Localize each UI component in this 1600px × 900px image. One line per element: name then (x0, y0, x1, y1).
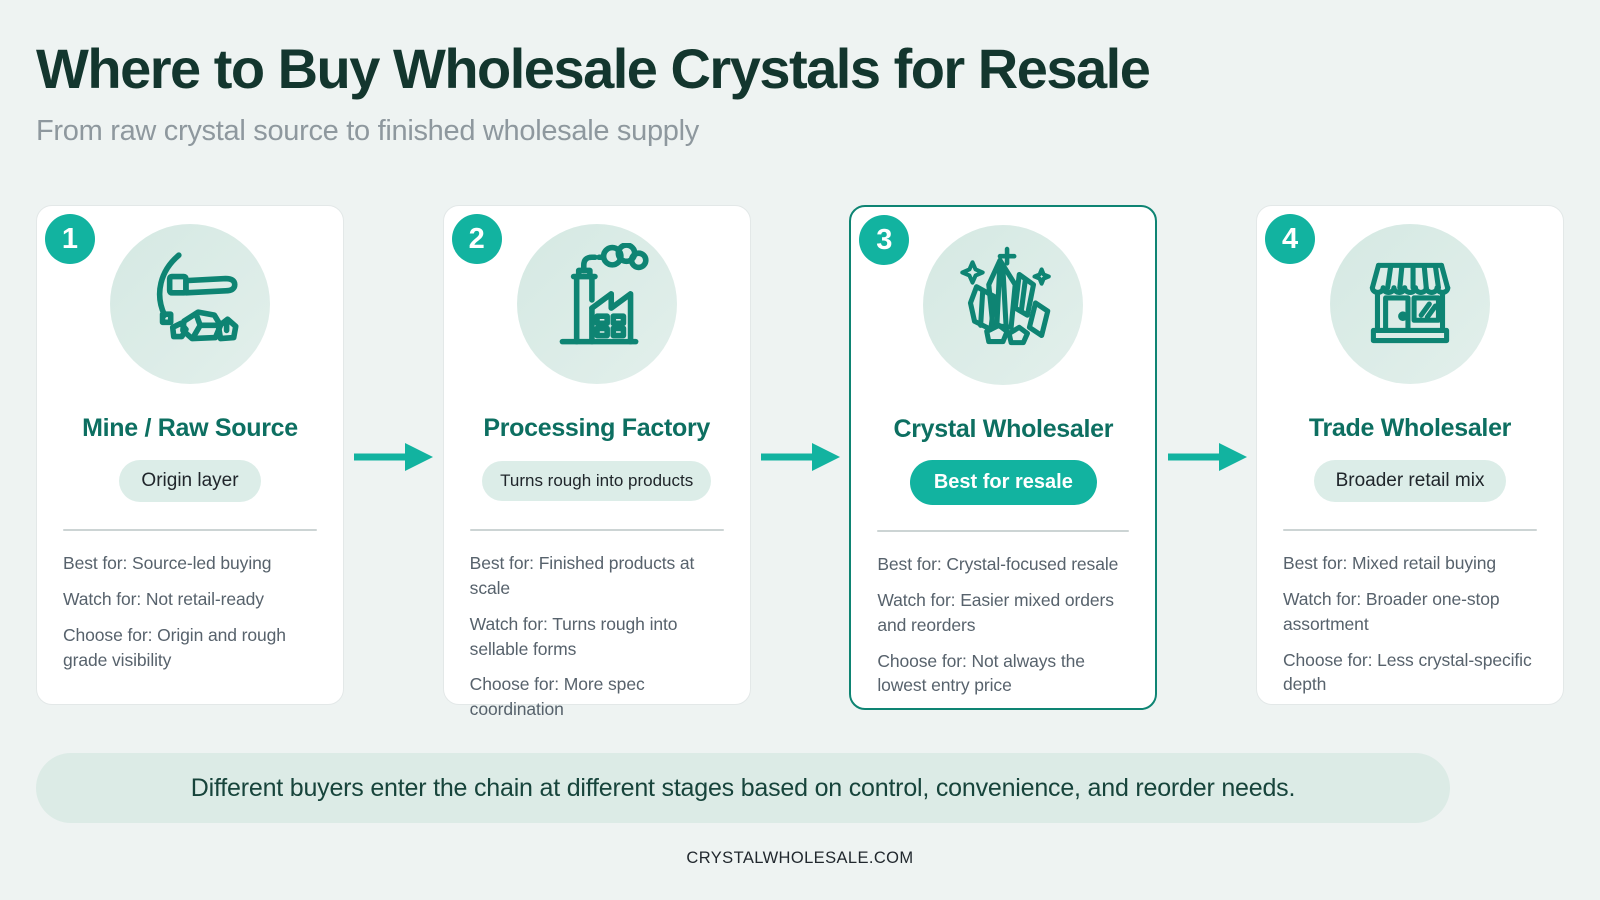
header: Where to Buy Wholesale Crystals for Resa… (36, 37, 1564, 148)
footer-website: CRYSTALWHOLESALE.COM (686, 849, 914, 867)
detail-best-for: Best for: Finished products at scale (469, 553, 695, 598)
step-title: Trade Wholesaler (1308, 414, 1512, 442)
page-title: Where to Buy Wholesale Crystals for Resa… (36, 37, 1151, 100)
pickaxe-icon (129, 243, 251, 365)
icon-circle (923, 225, 1084, 385)
process-flow: 1 Mine / Raw Source (36, 205, 1565, 719)
detail-watch-for: Watch for: Easier mixed orders and reord… (877, 589, 1114, 635)
flow-arrow (751, 205, 850, 710)
arrow-right-icon (351, 441, 435, 478)
arrow-right-icon (1165, 441, 1249, 478)
icon-circle (516, 224, 677, 384)
divider (1283, 529, 1538, 531)
step-card-mine-raw-source: 1 Mine / Raw Source (36, 205, 344, 705)
page-subtitle: From raw crystal source to finished whol… (36, 114, 699, 147)
step-badge-best-for-resale: Best for resale (909, 459, 1097, 505)
detail-best-for: Best for: Mixed retail buying (1283, 553, 1497, 573)
summary-banner-text: Different buyers enter the chain at diff… (190, 773, 1296, 802)
detail-choose-for: Choose for: Origin and rough grade visib… (63, 624, 286, 670)
step-badge: Turns rough into products (482, 461, 712, 501)
detail-watch-for: Watch for: Not retail-ready (63, 588, 264, 609)
flow-arrow (1157, 205, 1256, 710)
divider (469, 529, 724, 531)
summary-banner: Different buyers enter the chain at diff… (36, 753, 1450, 823)
detail-watch-for: Watch for: Broader one-stop assortment (1283, 588, 1500, 634)
detail-choose-for: Choose for: Not always the lowest entry … (877, 650, 1085, 696)
step-title: Crystal Wholesaler (893, 415, 1114, 443)
step-badge: Broader retail mix (1313, 460, 1507, 502)
step-details: Best for: Mixed retail buying Watch for:… (1283, 551, 1537, 697)
step-title: Processing Factory (483, 414, 710, 442)
step-details: Best for: Finished products at scale Wat… (470, 551, 724, 722)
detail-choose-for: Choose for: Less crystal-specific depth (1283, 649, 1532, 695)
step-number-badge: 2 (451, 214, 502, 264)
step-badge: Origin layer (119, 460, 261, 502)
step-card-crystal-wholesaler: 3 (849, 205, 1158, 710)
crystal-cluster-icon (942, 244, 1064, 366)
step-number-badge: 4 (1265, 214, 1316, 264)
icon-circle (1330, 224, 1491, 384)
step-card-processing-factory: 2 (442, 205, 751, 719)
detail-best-for: Best for: Source-led buying (63, 553, 272, 573)
step-number-badge: 3 (859, 215, 910, 265)
step-details: Best for: Crystal-focused resale Watch f… (877, 552, 1129, 698)
divider (877, 530, 1130, 532)
step-number-badge: 1 (45, 214, 95, 264)
step-title: Mine / Raw Source (82, 414, 298, 442)
factory-icon (536, 243, 658, 365)
step-card-trade-wholesaler: 4 Trade Wh (1256, 205, 1565, 705)
detail-best-for: Best for: Crystal-focused resale (877, 554, 1119, 574)
detail-watch-for: Watch for: Turns rough into sellable for… (469, 613, 678, 659)
storefront-icon (1349, 243, 1471, 365)
arrow-right-icon (758, 441, 842, 478)
icon-circle (110, 224, 270, 384)
flow-arrow (344, 205, 443, 710)
detail-choose-for: Choose for: More spec coordination (469, 674, 645, 720)
step-details: Best for: Source-led buying Watch for: N… (63, 551, 317, 672)
divider (63, 529, 317, 531)
